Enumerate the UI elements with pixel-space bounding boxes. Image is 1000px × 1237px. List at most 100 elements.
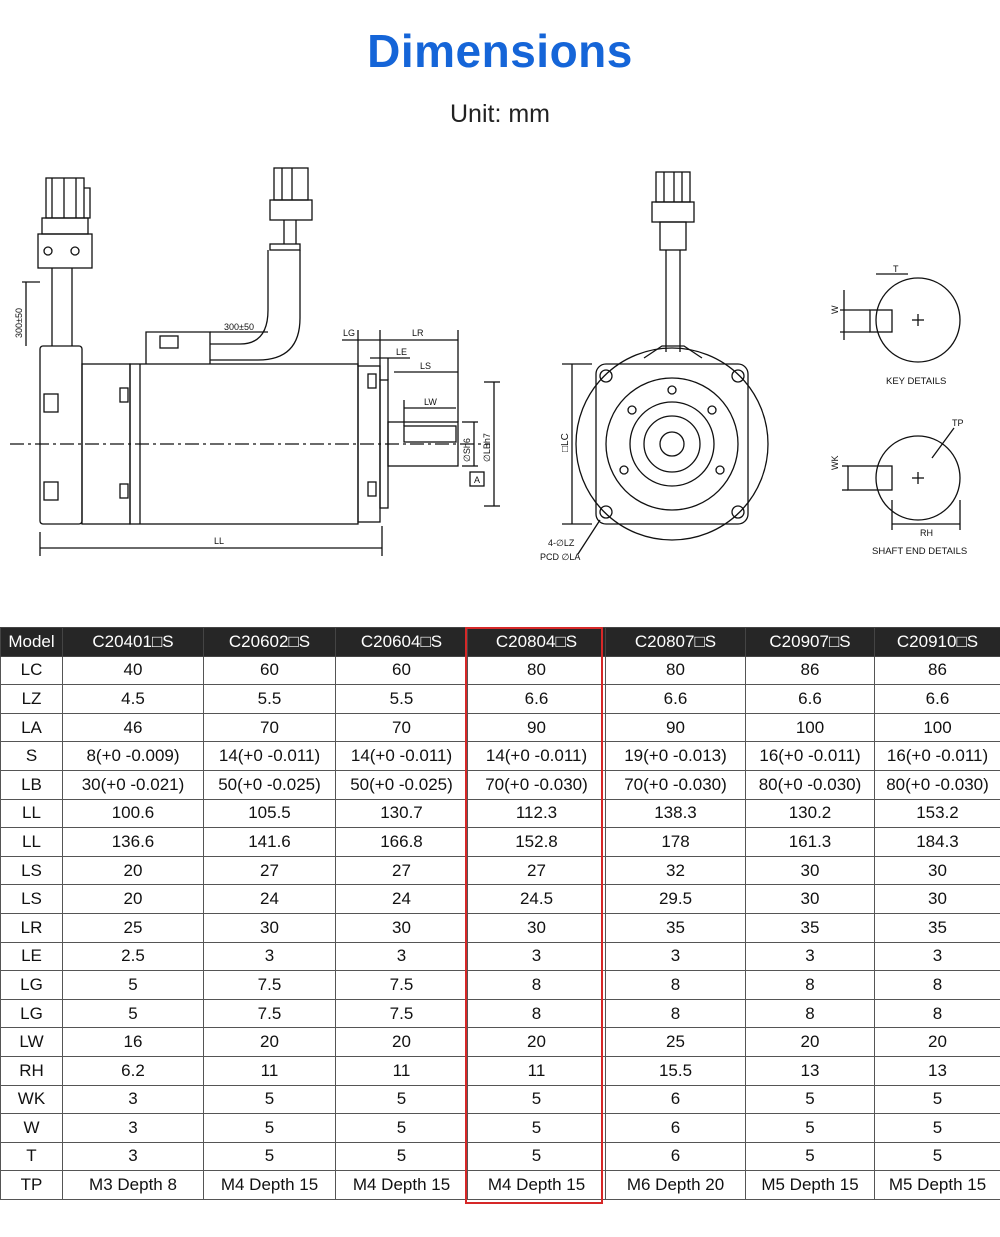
table-cell: 20 — [62, 884, 204, 914]
table-cell: 46 — [62, 712, 204, 743]
table-cell: 27 — [335, 855, 468, 886]
table-cell: 90 — [605, 712, 746, 743]
table-cell: 5 — [745, 1141, 875, 1172]
table-cell: 141.6 — [203, 827, 336, 857]
table-cell: 16(+0 -0.011) — [874, 741, 1000, 771]
table-cell: 30 — [335, 912, 468, 943]
table-cell: 27 — [467, 855, 606, 886]
row-label: LA — [0, 712, 63, 743]
table-cell: 161.3 — [745, 827, 875, 857]
row-label: LS — [0, 884, 63, 914]
table-cell: 100 — [745, 712, 875, 743]
table-cell: 11 — [467, 1055, 606, 1086]
page-title: Dimensions — [367, 25, 633, 77]
table-cell: M4 Depth 15 — [335, 1170, 468, 1200]
table-cell: 30 — [203, 912, 336, 943]
table-cell: 5 — [467, 1141, 606, 1172]
row-label: WK — [0, 1084, 63, 1115]
side-connector — [37, 177, 93, 346]
table-cell: 3 — [605, 941, 746, 972]
label-ll: LL — [214, 536, 224, 546]
table-cell: 5 — [467, 1113, 606, 1143]
top-connector — [210, 167, 313, 361]
column-header-5: C20807□S — [605, 627, 746, 657]
table-cell: 2.5 — [62, 941, 204, 972]
table-cell: M4 Depth 15 — [467, 1170, 606, 1200]
row-label: TP — [0, 1170, 63, 1200]
table-cell: 11 — [203, 1055, 336, 1086]
label-cable-top: 300±50 — [224, 322, 254, 332]
table-cell: 60 — [203, 655, 336, 686]
row-label: LG — [0, 970, 63, 1000]
table-cell: 6.6 — [745, 684, 875, 714]
table-cell: 5 — [62, 998, 204, 1029]
table-cell: 20 — [874, 1027, 1000, 1057]
table-cell: 152.8 — [467, 827, 606, 857]
table-cell: 27 — [203, 855, 336, 886]
table-cell: 178 — [605, 827, 746, 857]
table-cell: 184.3 — [874, 827, 1000, 857]
label-datum: A — [474, 475, 480, 485]
table-cell: 14(+0 -0.011) — [467, 741, 606, 771]
label-lz: 4-∅LZ — [548, 538, 575, 548]
table-cell: 7.5 — [203, 998, 336, 1029]
table-cell: 70 — [203, 712, 336, 743]
label-lc: □LC — [560, 433, 571, 452]
table-cell: 130.7 — [335, 798, 468, 829]
table-cell: 20 — [467, 1027, 606, 1057]
table-cell: 30 — [874, 855, 1000, 886]
table-cell: 5 — [874, 1113, 1000, 1143]
table-cell: 100.6 — [62, 798, 204, 829]
table-cell: 5.5 — [203, 684, 336, 714]
table-cell: 6.6 — [467, 684, 606, 714]
table-cell: 11 — [335, 1055, 468, 1086]
table-cell: 153.2 — [874, 798, 1000, 829]
row-label: LG — [0, 998, 63, 1029]
table-cell: 5 — [203, 1084, 336, 1115]
table-cell: 166.8 — [335, 827, 468, 857]
table-cell: 5 — [874, 1141, 1000, 1172]
table-cell: 7.5 — [335, 998, 468, 1029]
table-cell: 130.2 — [745, 798, 875, 829]
row-label: LL — [0, 827, 63, 857]
table-cell: 86 — [745, 655, 875, 686]
table-cell: 5 — [874, 1084, 1000, 1115]
table-cell: 136.6 — [62, 827, 204, 857]
table-cell: 70 — [335, 712, 468, 743]
table-cell: 8 — [745, 998, 875, 1029]
table-cell: 8(+0 -0.009) — [62, 741, 204, 771]
column-header-6: C20907□S — [745, 627, 875, 657]
table-cell: 7.5 — [203, 970, 336, 1000]
shaft-end-details — [842, 427, 961, 530]
table-cell: 35 — [745, 912, 875, 943]
table-cell: 3 — [62, 1113, 204, 1143]
table-cell: 35 — [605, 912, 746, 943]
column-header-4: C20804□S — [467, 627, 606, 657]
table-cell: 25 — [62, 912, 204, 943]
table-cell: 5 — [335, 1113, 468, 1143]
column-header-3: C20604□S — [335, 627, 468, 657]
row-label: LZ — [0, 684, 63, 714]
label-cable-vertical: 300±50 — [14, 308, 24, 338]
table-cell: 40 — [62, 655, 204, 686]
table-cell: 6.6 — [605, 684, 746, 714]
table-cell: 70(+0 -0.030) — [605, 769, 746, 800]
table-cell: M6 Depth 20 — [605, 1170, 746, 1200]
table-cell: 6 — [605, 1141, 746, 1172]
table-cell: M3 Depth 8 — [62, 1170, 204, 1200]
label-s-dia: ∅Sh6 — [462, 438, 472, 462]
table-cell: 100 — [874, 712, 1000, 743]
row-label: LE — [0, 941, 63, 972]
table-cell: M5 Depth 15 — [874, 1170, 1000, 1200]
table-cell: 3 — [745, 941, 875, 972]
table-cell: 50(+0 -0.025) — [203, 769, 336, 800]
